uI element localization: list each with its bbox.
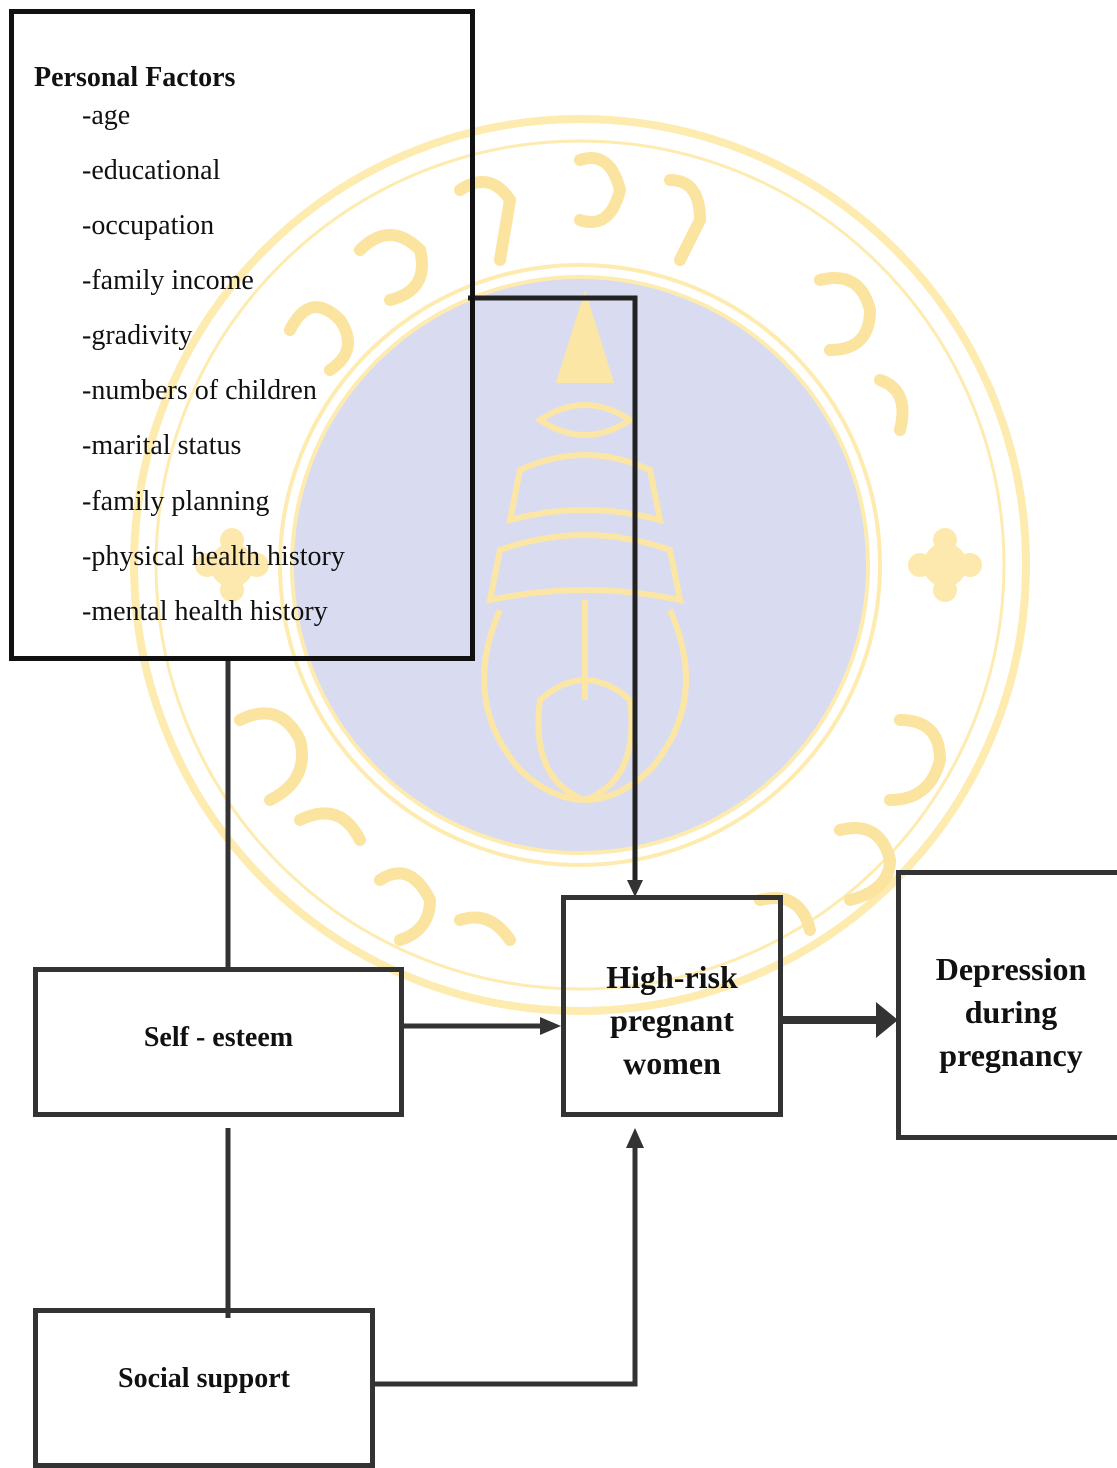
high-risk-line: High-risk: [606, 959, 738, 995]
factor-item: -occupation: [82, 210, 215, 241]
depression-line: during: [964, 994, 1058, 1030]
factor-item: -marital status: [82, 430, 242, 461]
depression-line: Depression: [935, 951, 1087, 987]
factor-item: -numbers of children: [82, 375, 317, 406]
factor-item: -physical health history: [82, 541, 345, 572]
social-support-label: Social support: [118, 1363, 290, 1394]
arrow-social-to-highrisk: [375, 1145, 638, 1387]
arrowhead-selfesteem-to-highrisk: [540, 1017, 561, 1035]
arrow-personal-to-highrisk: [468, 295, 638, 880]
high-risk-line: women: [623, 1045, 721, 1081]
high-risk-line: pregnant: [610, 1002, 734, 1038]
depression-label: Depression during pregnancy: [906, 948, 1116, 1077]
depression-line: pregnancy: [939, 1037, 1083, 1073]
factor-item: -mental health history: [82, 596, 328, 627]
self-esteem-label: Self - esteem: [143, 1022, 294, 1053]
factor-item: -family income: [82, 265, 254, 296]
factor-item: -family planning: [82, 486, 270, 517]
factor-item: -gradivity: [82, 320, 193, 351]
high-risk-label: High-risk pregnant women: [561, 956, 783, 1085]
depression-box: [896, 870, 1117, 1140]
factor-item: -age: [82, 100, 131, 131]
personal-factors-box: [9, 9, 475, 661]
arrowhead-social-to-highrisk: [626, 1128, 644, 1148]
high-risk-box: [561, 895, 783, 1117]
factor-item: -educational: [82, 155, 221, 186]
arrowhead-highrisk-to-depression: [876, 1002, 898, 1038]
self-esteem-box: [33, 967, 404, 1117]
arrowhead-personal-to-highrisk: [627, 880, 643, 897]
personal-factors-title: Personal Factors: [34, 62, 236, 93]
